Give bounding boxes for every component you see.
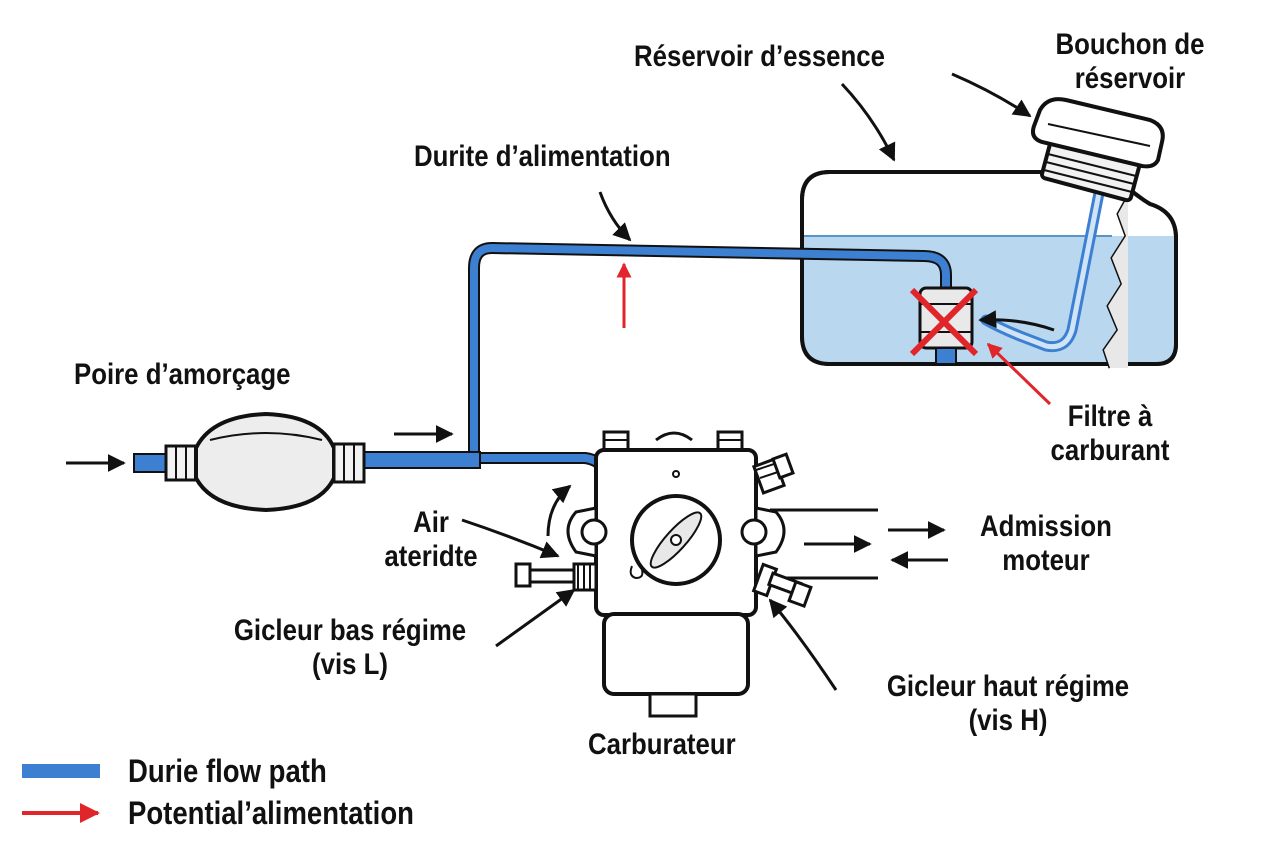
label-bouchon-line2: réservoir — [1074, 62, 1186, 95]
warning-arrows — [616, 262, 1052, 406]
filter-warning-x-icon — [909, 287, 979, 357]
label-gicleur-bas-line2: (vis L) — [311, 648, 388, 681]
label-bouchon-line1: Bouchon de — [1055, 28, 1205, 61]
label-air-line1: Air — [413, 506, 449, 539]
label-air: Air ateridte — [375, 506, 487, 574]
h-screw — [751, 562, 813, 609]
flow-arrows — [66, 425, 948, 569]
label-gicleur-haut-line1: Gicleur haut régime — [886, 670, 1130, 703]
leader-air — [461, 518, 560, 559]
idle-screw — [751, 452, 795, 495]
leader-gicleur-bas — [495, 588, 576, 648]
choke-rotate-arrow — [546, 484, 572, 537]
label-poire: Poire d’amorçage — [74, 358, 291, 391]
leader-bouchon — [951, 72, 1032, 118]
label-gicleur-bas-line1: Gicleur bas régime — [233, 614, 467, 647]
fuel-tank — [800, 170, 1178, 369]
leader-arrows — [461, 72, 1055, 691]
legend-label-potential: Potential’alimentation — [128, 795, 414, 831]
inlet-hose — [133, 453, 169, 473]
l-screw — [514, 562, 598, 592]
label-gicleur-haut: Gicleur haut régime (vis H) — [862, 670, 1154, 738]
label-admission-line2: moteur — [1002, 544, 1090, 577]
label-gicleur-bas: Gicleur bas régime (vis L) — [212, 614, 487, 682]
tank-cap — [1031, 97, 1165, 203]
primer-bulb — [164, 411, 366, 513]
label-reservoir: Réservoir d’essence — [634, 40, 885, 73]
label-bouchon: Bouchon de réservoir — [1044, 28, 1216, 96]
label-filtre-line1: Filtre à — [1067, 400, 1153, 433]
label-carburateur: Carburateur — [588, 728, 736, 761]
filter-warning-arrow — [986, 342, 1052, 406]
leader-reservoir — [840, 82, 896, 162]
label-admission: Admission moteur — [969, 510, 1124, 578]
leader-durite — [598, 191, 632, 242]
leader-filtre-black — [978, 310, 1055, 332]
label-filtre: Filtre à carburant — [1033, 400, 1188, 468]
label-filtre-line2: carburant — [1050, 434, 1170, 467]
label-air-line2: ateridte — [384, 540, 478, 573]
legend-label-flow-path: Durie flow path — [128, 753, 327, 789]
label-durite: Durite d’alimentation — [414, 140, 671, 173]
label-gicleur-haut-line2: (vis H) — [968, 704, 1048, 737]
legend-blue-line-icon — [22, 764, 100, 778]
label-admission-line1: Admission — [980, 510, 1112, 543]
carburetor — [514, 430, 813, 718]
leader-gicleur-haut — [768, 598, 838, 691]
